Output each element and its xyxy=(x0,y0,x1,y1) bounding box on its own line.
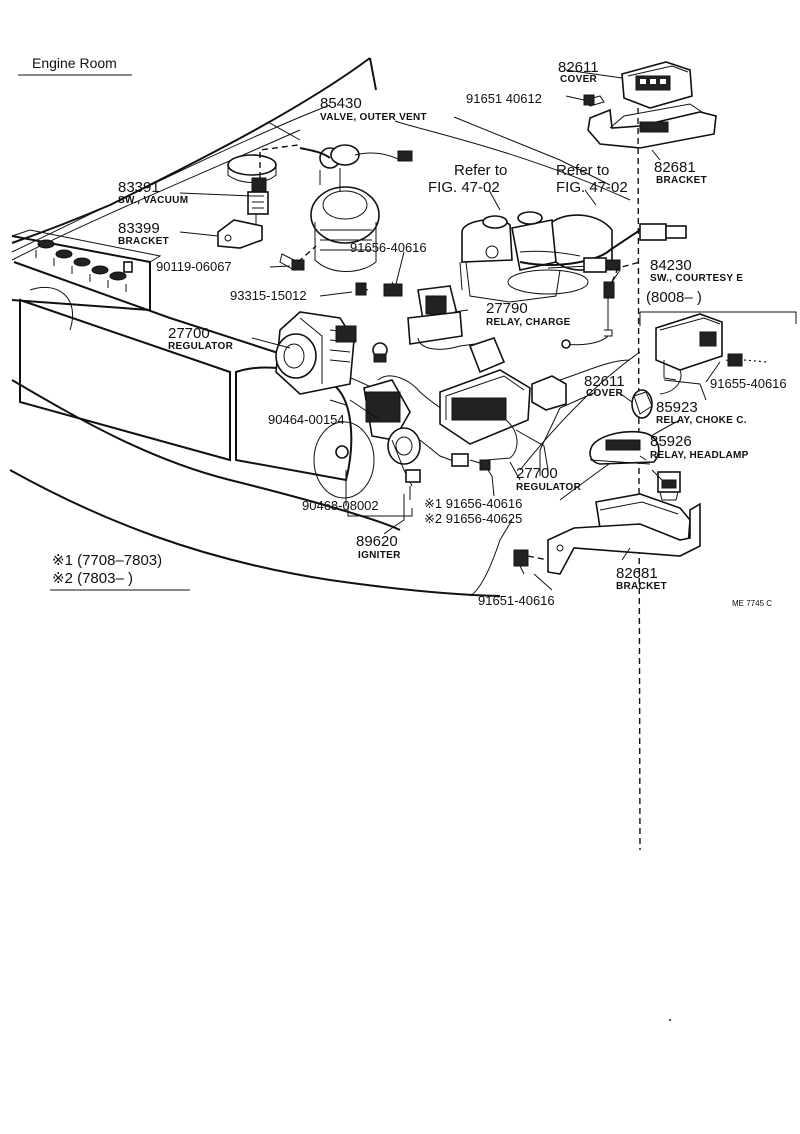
part-name-label: VALVE, OUTER VENT xyxy=(320,112,427,123)
part-name-label: REGULATOR xyxy=(168,341,234,352)
regulator-center xyxy=(439,369,567,471)
part-number-label: 91655-40616 xyxy=(710,376,787,391)
date-note: ※2 (7803– ) xyxy=(52,570,133,587)
vacuum-switch-assembly xyxy=(217,144,299,249)
date-note: ※1 (7708–7803) xyxy=(52,552,162,569)
part-number-label: 90119-06067 xyxy=(156,259,232,274)
date-range-label: (8008– ) xyxy=(646,289,702,306)
diagram-code: ME 7745 C xyxy=(732,599,772,608)
bolt-90119 xyxy=(279,245,317,271)
diagram-title: Engine Room xyxy=(32,55,117,71)
bolt-93315 xyxy=(355,282,369,296)
outer-vent-valve xyxy=(299,144,413,192)
part-name-label: RELAY, HEADLAMP xyxy=(650,450,749,461)
alternator xyxy=(227,154,380,272)
labels: 82611 COVER 91651 40612 85430 VALVE, OUT… xyxy=(50,59,787,1021)
part-number-label: 27700 xyxy=(168,325,210,342)
regulator-left xyxy=(275,311,388,395)
part-name-label: REGULATOR xyxy=(516,482,582,493)
bracket-lower xyxy=(513,493,701,575)
part-number-label: 85430 xyxy=(320,95,362,112)
part-number-label: 91656-40616 xyxy=(350,240,427,255)
part-number-label: 85923 xyxy=(656,399,698,416)
part-number-label: ※2 91656-40625 xyxy=(424,511,522,526)
courtesy-switch xyxy=(561,261,641,349)
part-name-label: BRACKET xyxy=(118,236,169,247)
part-number-label: 90464-00154 xyxy=(268,412,345,427)
part-name-label: SW., COURTESY E xyxy=(650,273,743,284)
vehicle-body-outline xyxy=(9,57,681,597)
part-name-label: BRACKET xyxy=(656,175,707,186)
part-number-label: 84230 xyxy=(650,257,692,274)
refer-to-label: Refer to xyxy=(454,162,507,179)
part-number-label: 82681 xyxy=(654,159,696,176)
cover-lower xyxy=(589,430,660,465)
speck xyxy=(669,1019,671,1021)
charge-relay xyxy=(383,281,506,374)
refer-to-label: Refer to xyxy=(556,162,609,179)
part-name-label: IGNITER xyxy=(358,550,401,561)
part-number-label: 27700 xyxy=(516,465,558,482)
part-number-label: 27790 xyxy=(486,300,528,317)
part-name-label: COVER xyxy=(560,74,598,85)
headlamp-relay xyxy=(657,471,681,501)
part-number-label: 93315-15012 xyxy=(230,288,307,303)
battery xyxy=(11,229,162,312)
figure-reference-label: FIG. 47-02 xyxy=(556,179,628,196)
part-number-label: 82681 xyxy=(616,565,658,582)
center-assembly xyxy=(459,211,687,303)
igniter xyxy=(335,375,491,487)
part-number-label: 89620 xyxy=(356,533,398,550)
part-name-label: RELAY, CHOKE C. xyxy=(656,415,747,426)
choke-relay-group xyxy=(631,311,797,419)
figure-reference-label: FIG. 47-02 xyxy=(428,179,500,196)
cover-bracket-top xyxy=(583,61,717,851)
part-name-label: RELAY, CHARGE xyxy=(486,317,571,328)
part-number-label: 85926 xyxy=(650,433,692,450)
part-number-label: 82611 xyxy=(558,59,599,76)
part-number-label: 83391 xyxy=(118,179,160,196)
part-name-label: BRACKET xyxy=(616,581,667,592)
part-number-label: 91651 40612 xyxy=(466,91,542,106)
part-name-label: COVER xyxy=(586,388,624,399)
leader-lines xyxy=(179,69,721,597)
part-number-label: 82611 xyxy=(584,373,625,390)
part-name-label: SW., VACUUM xyxy=(118,195,188,206)
part-number-label: 90468-08002 xyxy=(302,498,379,513)
part-number-label: ※1 91656-40616 xyxy=(424,496,522,511)
part-number-label: 91651-40616 xyxy=(478,593,555,608)
part-number-label: 83399 xyxy=(118,220,160,237)
